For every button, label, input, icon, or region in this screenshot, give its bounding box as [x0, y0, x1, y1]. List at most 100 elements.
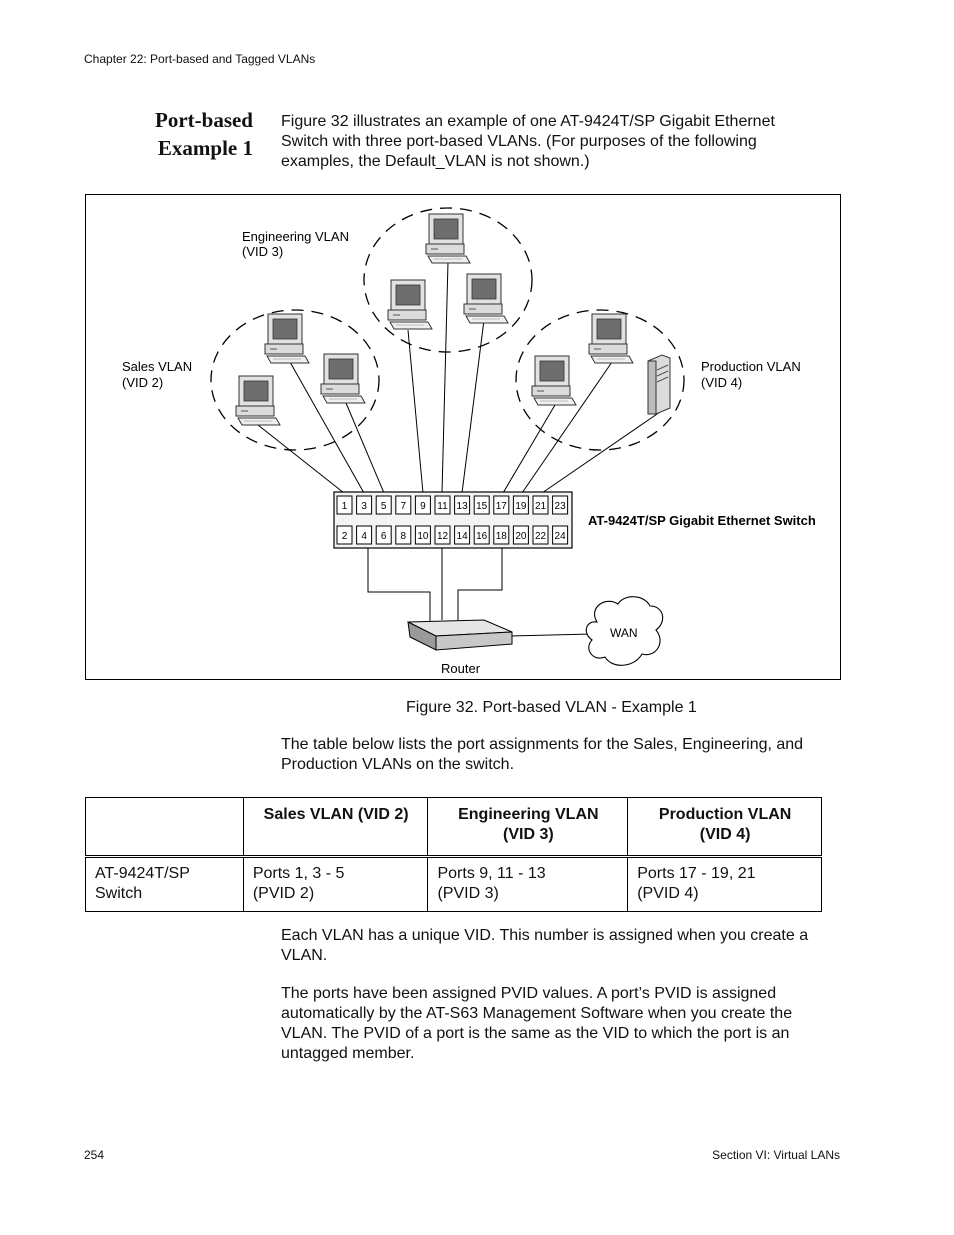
- section-heading: Port-based Example 1: [120, 106, 253, 162]
- switch-port: [512, 495, 529, 515]
- switch-port: [434, 495, 451, 515]
- production-vid-label: (VID 4): [701, 375, 742, 390]
- cell-line: AT-9424T/SP: [95, 865, 190, 882]
- switch-port-label: 7: [401, 501, 407, 512]
- switch-port-label: 2: [342, 531, 348, 542]
- table-cell-engineering: Ports 9, 11 - 13 (PVID 3): [427, 856, 629, 912]
- cell-line: (PVID 4): [637, 885, 699, 902]
- production-pc-icon: [531, 355, 577, 406]
- paragraph-line: untagged member.: [281, 1045, 415, 1062]
- switch-port-label: 19: [515, 501, 527, 512]
- paragraph-line: The ports have been assigned PVID values…: [281, 985, 777, 1002]
- sales-pc-icon: [264, 313, 310, 364]
- cell-line: (PVID 3): [437, 885, 499, 902]
- switch-port: [395, 495, 412, 515]
- switch-port: [532, 495, 549, 515]
- cell-line: Ports 9, 11 - 13: [437, 865, 546, 882]
- header-line: (VID 3): [503, 826, 554, 843]
- switch-port: [336, 495, 353, 515]
- switch-port: [375, 525, 392, 545]
- paragraph-pvid: The ports have been assigned PVID values…: [281, 984, 792, 1064]
- vlan-port-table: Sales VLAN (VID 2) Engineering VLAN(VID …: [85, 797, 822, 912]
- table-intro-line: Production VLANs on the switch.: [281, 756, 515, 773]
- switch-port: [375, 495, 392, 515]
- intro-line: Switch with three port-based VLANs. (For…: [281, 133, 757, 150]
- switch-port-label: 11: [437, 501, 448, 512]
- table-header-cell: [85, 797, 244, 858]
- switch-port-label: 14: [457, 531, 469, 542]
- switch-port-label: 17: [496, 501, 508, 512]
- switch-port: [414, 525, 431, 545]
- switch-port: [356, 525, 373, 545]
- switch-port-label: 18: [496, 531, 508, 542]
- switch-port-label: 23: [555, 501, 567, 512]
- table-header-cell: Production VLAN(VID 4): [627, 797, 822, 858]
- engineering-pc-icon: [463, 273, 509, 324]
- intro-line: examples, the Default_VLAN is not shown.…: [281, 153, 590, 170]
- cell-line: Switch: [95, 885, 143, 902]
- switch-port-label: 21: [535, 501, 547, 512]
- engineering-pc-icon: [387, 279, 433, 330]
- cell-line: Ports 17 - 19, 21: [637, 865, 756, 882]
- switch-port: [395, 525, 412, 545]
- paragraph-line: automatically by the AT-S63 Management S…: [281, 1005, 793, 1022]
- switch-label: AT-9424T/SP Gigabit Ethernet Switch: [588, 513, 816, 528]
- table-cell-sales: Ports 1, 3 - 5 (PVID 2): [242, 856, 429, 912]
- paragraph-line: VLAN.: [281, 947, 328, 964]
- header-line: Sales VLAN (VID 2): [263, 806, 409, 823]
- switch-port-label: 24: [555, 531, 567, 542]
- switch-port-label: 3: [361, 501, 367, 512]
- switch-port-label: 13: [457, 501, 469, 512]
- table-header-cell: Engineering VLAN(VID 3): [427, 797, 629, 858]
- engineering-pc-icon: [425, 213, 471, 264]
- sales-vid-label: (VID 2): [122, 375, 163, 390]
- router-label: Router: [441, 661, 481, 676]
- intro-paragraph: Figure 32 illustrates an example of one …: [281, 112, 775, 172]
- station-cables: [257, 261, 661, 494]
- cell-line: (PVID 2): [252, 885, 315, 902]
- wan-label: WAN: [610, 626, 638, 640]
- switch-port-label: 12: [437, 531, 449, 542]
- section-heading-line2: Example 1: [157, 136, 253, 160]
- section-heading-line1: Port-based: [155, 108, 253, 132]
- switch-port-label: 9: [420, 501, 426, 512]
- switch-port-label: 20: [515, 531, 527, 542]
- engineering-vlan-boundary: [363, 207, 533, 353]
- switch-port: [414, 495, 431, 515]
- header-line: Production VLAN: [658, 806, 792, 823]
- switch-port: [552, 495, 569, 515]
- production-vlan-boundary: [515, 309, 685, 451]
- switch-port-label: 6: [381, 531, 387, 542]
- paragraph-line: VLAN. The PVID of a port is the same as …: [281, 1025, 790, 1042]
- switch-chassis: [333, 491, 573, 549]
- switch-port-label: 1: [342, 501, 348, 512]
- switch-port-label: 22: [535, 531, 547, 542]
- switch-port: [454, 525, 471, 545]
- engineering-vlan-label: Engineering VLAN: [242, 229, 349, 244]
- table-cell-production: Ports 17 - 19, 21 (PVID 4): [627, 856, 822, 912]
- switch-port: [493, 495, 510, 515]
- wan-cloud-icon: [585, 596, 664, 666]
- switch-port: [532, 525, 549, 545]
- intro-line: Figure 32 illustrates an example of one …: [281, 113, 775, 130]
- switch-port: [473, 495, 490, 515]
- switch-port-label: 10: [417, 531, 429, 542]
- switch-port-label: 15: [476, 501, 488, 512]
- running-footer: Section VI: Virtual LANs: [712, 1148, 840, 1162]
- table-intro: The table below lists the port assignmen…: [281, 735, 803, 775]
- switch-port: [356, 495, 373, 515]
- switch-port: [493, 525, 510, 545]
- production-pc-icon: [588, 313, 634, 364]
- paragraph-line: Each VLAN has a unique VID. This number …: [281, 927, 809, 944]
- switch-port-label: 5: [381, 501, 387, 512]
- cell-line: Ports 1, 3 - 5: [252, 865, 345, 882]
- engineering-vid-label: (VID 3): [242, 244, 283, 259]
- sales-pc-icon: [320, 353, 366, 404]
- sales-vlan-boundary: [210, 309, 380, 451]
- production-server-icon: [647, 354, 671, 415]
- sales-vlan-label: Sales VLAN: [122, 359, 192, 374]
- production-vlan-label: Production VLAN: [701, 359, 801, 374]
- table-header-cell: Sales VLAN (VID 2): [242, 797, 429, 858]
- switch-port: [552, 525, 569, 545]
